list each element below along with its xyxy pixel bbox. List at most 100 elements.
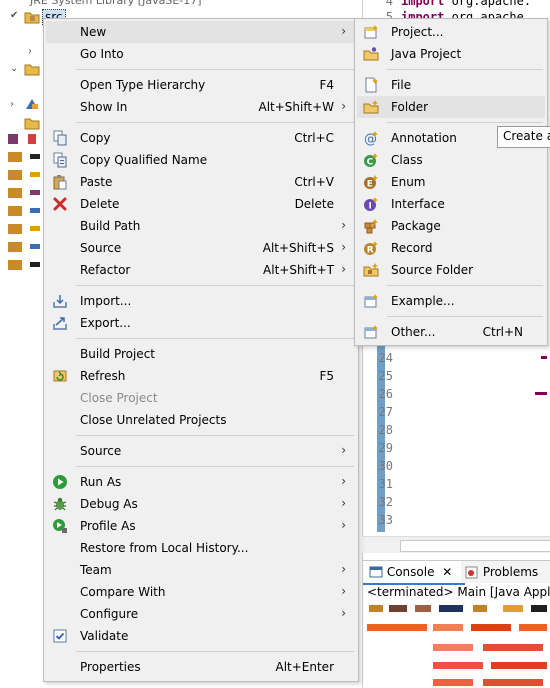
submenu-item-java-project[interactable]: Java Project	[357, 43, 545, 65]
menu-item-profile-as[interactable]: Profile As ›	[46, 515, 356, 537]
menu-item-copy[interactable]: Copy Ctrl+C	[46, 127, 356, 149]
new-submenu: Project... Java Project File Folder @ An…	[354, 18, 548, 346]
menu-item-run-as[interactable]: Run As ›	[46, 471, 356, 493]
menu-item-close-unrelated-projects[interactable]: Close Unrelated Projects	[46, 409, 356, 431]
menu-item-label: Profile As	[80, 519, 136, 533]
menu-item-shortcut: Alt+Enter	[275, 660, 334, 674]
submenu-item-example[interactable]: Example...	[357, 290, 545, 312]
editor-horizontal-scrollbar[interactable]	[362, 536, 550, 553]
submenu-item-enum[interactable]: E Enum	[357, 171, 545, 193]
menu-item-label: Build Path	[80, 219, 141, 233]
menu-item-label: Show In	[80, 100, 128, 114]
menu-item-label: Close Unrelated Projects	[80, 413, 227, 427]
menu-separator	[76, 338, 354, 339]
code-text: org.apache.	[444, 0, 532, 8]
menu-item-team[interactable]: Team ›	[46, 559, 356, 581]
close-icon[interactable]: ✕	[442, 565, 453, 579]
chevron-down-icon[interactable]: ✔	[10, 10, 19, 21]
code-line: 31	[363, 477, 401, 494]
menu-item-label: Source	[80, 241, 122, 255]
menu-item-export[interactable]: Export...	[46, 312, 356, 334]
code-line: 26	[363, 387, 401, 404]
code-line: 25	[363, 369, 401, 386]
svg-text:I: I	[369, 202, 372, 212]
tree-icon	[30, 262, 40, 267]
menu-item-restore-from-local-history[interactable]: Restore from Local History...	[46, 537, 356, 559]
tree-item-jre[interactable]: JRE System Library [JavaSE-17]	[30, 0, 202, 7]
context-menu: New › Go Into Open Type Hierarchy F4 Sho…	[43, 18, 359, 682]
export-icon	[53, 317, 67, 330]
menu-item-properties[interactable]: Properties Alt+Enter	[46, 656, 356, 678]
tooltip: Create a	[497, 126, 550, 148]
menu-item-source[interactable]: Source Alt+Shift+S ›	[46, 237, 356, 259]
java-project-icon	[363, 47, 379, 61]
scrollbar-thumb[interactable]	[400, 540, 550, 552]
console-output	[433, 644, 473, 651]
menu-item-shortcut: Delete	[294, 197, 334, 211]
tree-icon	[8, 170, 22, 180]
menu-item-label: Validate	[80, 629, 129, 643]
menu-item-open-type-hierarchy[interactable]: Open Type Hierarchy F4	[46, 74, 356, 96]
submenu-item-other[interactable]: Other... Ctrl+N	[357, 321, 545, 343]
tree-icon	[8, 188, 22, 198]
menu-item-compare-with[interactable]: Compare With ›	[46, 581, 356, 603]
menu-item-go-into[interactable]: Go Into	[46, 43, 356, 65]
menu-item-delete[interactable]: Delete Delete	[46, 193, 356, 215]
submenu-item-project[interactable]: Project...	[357, 21, 545, 43]
menu-item-build-path[interactable]: Build Path ›	[46, 215, 356, 237]
console-output	[433, 624, 463, 631]
console-output	[433, 662, 483, 669]
submenu-item-file[interactable]: File	[357, 74, 545, 96]
menu-item-configure[interactable]: Configure ›	[46, 603, 356, 625]
tab-console[interactable]: Console ✕	[363, 561, 465, 585]
copy-qualified-name-icon	[53, 152, 67, 168]
menu-item-label: Class	[391, 153, 423, 167]
menu-item-copy-qualified-name[interactable]: Copy Qualified Name	[46, 149, 356, 171]
submenu-item-record[interactable]: R Record	[357, 237, 545, 259]
menu-item-label: Copy	[80, 131, 111, 145]
menu-item-validate[interactable]: Validate	[46, 625, 356, 647]
chevron-down-icon[interactable]: ⌄	[10, 63, 19, 74]
chevron-right-icon[interactable]: ›	[28, 46, 32, 57]
menu-item-source-submenu[interactable]: Source ›	[46, 440, 356, 462]
menu-item-debug-as[interactable]: Debug As ›	[46, 493, 356, 515]
menu-item-import[interactable]: Import...	[46, 290, 356, 312]
line-number: 25	[378, 369, 393, 383]
paste-icon	[53, 175, 67, 190]
code-line: 28	[363, 423, 401, 440]
console-output	[389, 605, 407, 612]
chevron-right-icon: ›	[341, 262, 346, 276]
submenu-item-package[interactable]: Package	[357, 215, 545, 237]
menu-item-shortcut: Ctrl+V	[294, 175, 334, 189]
menu-item-label: Record	[391, 241, 433, 255]
submenu-item-folder[interactable]: Folder	[357, 96, 545, 118]
tab-label: Problems	[482, 565, 539, 579]
tree-icon	[30, 190, 40, 195]
menu-item-refactor[interactable]: Refactor Alt+Shift+T ›	[46, 259, 356, 281]
menu-item-label: Package	[391, 219, 441, 233]
menu-item-new[interactable]: New ›	[46, 21, 356, 43]
new-project-icon	[364, 25, 378, 39]
code-line: 33	[363, 513, 401, 530]
svg-text:C: C	[367, 158, 374, 168]
submenu-item-annotation[interactable]: @ Annotation	[357, 127, 545, 149]
tree-icon	[8, 152, 22, 162]
menu-item-show-in[interactable]: Show In Alt+Shift+W ›	[46, 96, 356, 118]
submenu-item-interface[interactable]: I Interface	[357, 193, 545, 215]
line-number: 31	[378, 477, 393, 491]
menu-item-build-project[interactable]: Build Project	[46, 343, 356, 365]
submenu-item-class[interactable]: C Class	[357, 149, 545, 171]
menu-item-paste[interactable]: Paste Ctrl+V	[46, 171, 356, 193]
library-icon	[26, 99, 38, 109]
menu-item-refresh[interactable]: Refresh F5	[46, 365, 356, 387]
menu-item-label: Open Type Hierarchy	[80, 78, 206, 92]
tab-problems[interactable]: Problems	[461, 561, 550, 583]
console-output	[415, 605, 431, 612]
chevron-right-icon[interactable]: ›	[10, 99, 14, 110]
new-folder-icon	[363, 100, 379, 114]
menu-separator	[76, 466, 354, 467]
chevron-right-icon: ›	[341, 218, 346, 232]
code-line: 29	[363, 441, 401, 458]
source-folder-icon	[363, 263, 379, 277]
submenu-item-source-folder[interactable]: Source Folder	[357, 259, 545, 281]
